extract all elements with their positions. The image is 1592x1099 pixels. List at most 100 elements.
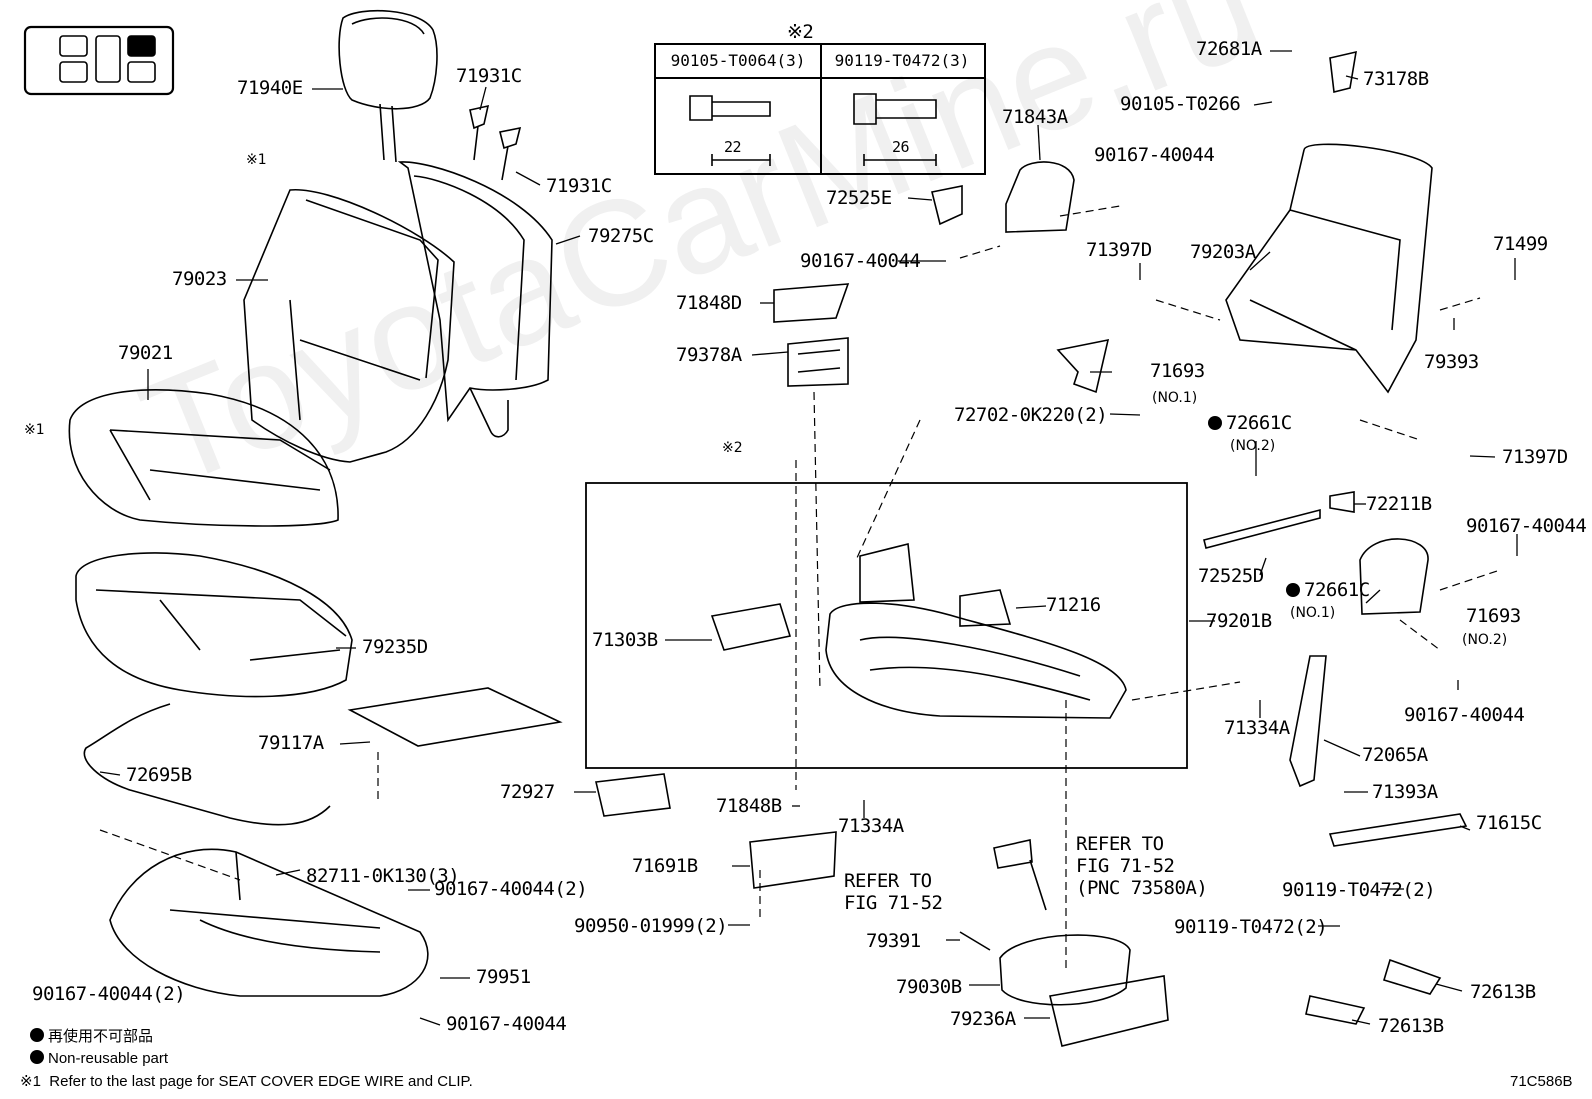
part-label: 79378A [676, 344, 742, 366]
part-label: 79951 [476, 966, 531, 988]
part-label: 71931C [456, 65, 522, 87]
part-label: 79203A [1190, 241, 1256, 263]
legend-en: Non-reusable part [30, 1050, 168, 1067]
part-label: 79023 [172, 268, 227, 290]
part-label: 79391 [866, 930, 921, 952]
guide-drawing [469, 104, 522, 181]
reference-note: REFER TO [1076, 833, 1164, 855]
part-label: 71615C [1476, 812, 1542, 834]
knob-72211B [1329, 491, 1355, 513]
part-label: 90167-40044(2) [434, 878, 588, 900]
seatback-drawing [243, 161, 553, 463]
table-bolt-drawings [689, 93, 937, 166]
part-label: 90167-40044(2) [32, 983, 186, 1005]
trim-73178B [1329, 50, 1357, 93]
part-label: 79393 [1424, 351, 1479, 373]
part-label: 90167-40044 [1094, 144, 1215, 166]
headrest-drawing [338, 9, 438, 163]
part-label: 72613B [1378, 1015, 1444, 1037]
table-part-2: 90119-T0472(3) [820, 45, 984, 79]
seat-frame-drawing [710, 543, 1127, 719]
legend-dot [30, 1050, 44, 1064]
reference-note: FIG 71-52 [1076, 855, 1175, 877]
part-label: 71303B [592, 629, 658, 651]
part-label: 73178B [1363, 68, 1429, 90]
cover-71848D [773, 283, 850, 323]
seat-frame-group-box [585, 482, 1188, 769]
lower-frame-drawing [109, 848, 429, 997]
sheet-drawing [347, 687, 563, 747]
note-mark: ※2 [722, 440, 743, 456]
assembly-lines [99, 205, 1501, 970]
cover-72525E [931, 185, 963, 226]
note-mark: ※1 [24, 422, 45, 438]
part-label: 90119-T0472(2) [1282, 879, 1436, 901]
part-label: 71848D [676, 292, 742, 314]
part-label: 72613B [1470, 981, 1536, 1003]
cable-drawing [83, 703, 331, 826]
part-label: 79235D [362, 636, 428, 658]
table-col-2: 90119-T0472(3) 26 [820, 45, 984, 173]
part-label: 71397D [1086, 239, 1152, 261]
part-label: 90167-40044 [800, 250, 921, 272]
seat-cushion-cover-drawing [68, 389, 339, 527]
legend-jp: 再使用不可部品 [30, 1028, 153, 1045]
table-part-1: 90105-T0064(3) [656, 45, 820, 79]
part-label: 71691B [632, 855, 698, 877]
part-label: 71848B [716, 795, 782, 817]
part-label: 79275C [588, 225, 654, 247]
part-label: 90119-T0472(2) [1174, 916, 1328, 938]
bracket-71691B [749, 831, 837, 889]
seat-pad-drawing [75, 552, 353, 698]
part-label: 72065A [1362, 744, 1428, 766]
part-label: 90167-40044 [446, 1013, 567, 1035]
part-sublabel: (NO.2) [1230, 438, 1276, 454]
hinge-cover-71843A [1005, 161, 1075, 233]
legend-note: ※1 Refer to the last page for SEAT COVER… [20, 1073, 473, 1090]
part-label: 72525E [826, 187, 892, 209]
table-length-2: 26 [892, 138, 910, 156]
part-label: 71940E [237, 77, 303, 99]
part-label: 71397D [1502, 446, 1568, 468]
lever-72525D [1203, 508, 1321, 549]
figure-code: 71C586B [1510, 1073, 1573, 1090]
cover-71693-no1 [1056, 338, 1110, 394]
part-label: 71393A [1372, 781, 1438, 803]
part-label: 71334A [838, 815, 904, 837]
seatback-frame-79203A [1225, 143, 1433, 394]
reference-note: (PNC 73580A) [1076, 877, 1208, 899]
part-label: 90950-01999(2) [574, 915, 728, 937]
leader-lines [99, 50, 1518, 1026]
part-sublabel: (NO.1) [1290, 605, 1336, 621]
part-sublabel: (NO.1) [1152, 390, 1198, 406]
part-label: 72661C [1208, 413, 1292, 433]
part-label: 72661C [1286, 580, 1370, 600]
cover-71693-no2 [1359, 538, 1429, 615]
table-note-mark: ※2 [787, 21, 814, 43]
part-label: 72695B [126, 764, 192, 786]
strap-72065A [1289, 655, 1327, 788]
part-label: 72927 [500, 781, 555, 803]
part-label: 71216 [1046, 594, 1101, 616]
cover-71615C [1328, 813, 1468, 847]
spring-79391 [959, 931, 991, 951]
bracket-72613B-b [1305, 995, 1366, 1025]
index-icon [23, 25, 175, 96]
part-label: 71499 [1493, 233, 1548, 255]
part-label: 71334A [1224, 717, 1290, 739]
bracket-72927 [595, 773, 671, 817]
part-label: 79201B [1206, 610, 1272, 632]
table-col-1: 90105-T0064(3) 22 [656, 45, 822, 173]
bracket-79378A [787, 337, 849, 387]
part-label: 79021 [118, 342, 173, 364]
part-label: 71693 [1466, 605, 1521, 627]
cover-79030B [999, 934, 1131, 1006]
part-label: 72211B [1366, 493, 1432, 515]
part-label: 71931C [546, 175, 612, 197]
part-label: 90167-40044 [1466, 515, 1587, 537]
note-mark: ※1 [246, 152, 267, 168]
reference-note: FIG 71-52 [844, 892, 943, 914]
part-label: 82711-0K130(3) [306, 865, 460, 887]
table-length-1: 22 [724, 138, 742, 156]
